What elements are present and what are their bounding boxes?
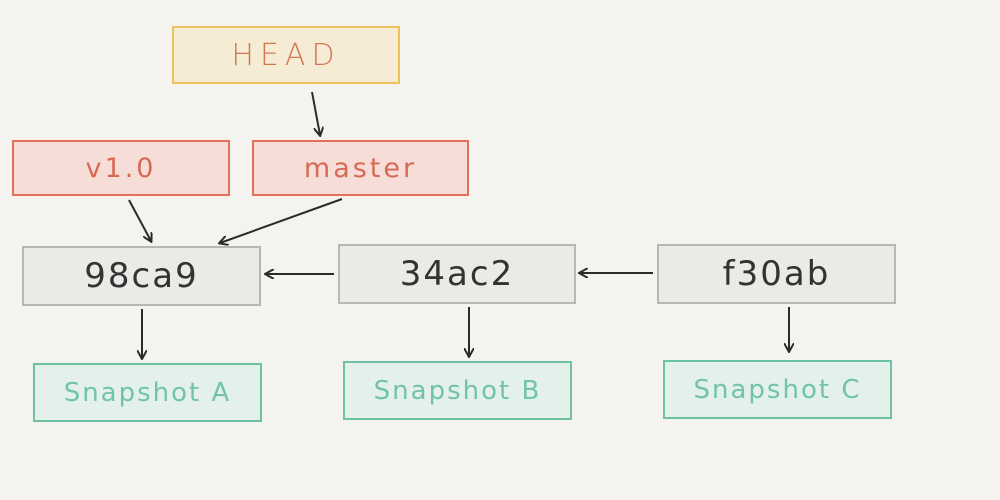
head-pointer-box: HEAD <box>172 26 400 84</box>
tag-v1-0-box: v1.0 <box>12 140 230 196</box>
tag-label: v1.0 <box>85 152 157 184</box>
branch-label: master <box>303 152 418 184</box>
snapshot-a-box: Snapshot A <box>33 363 262 422</box>
snapshot-b-box: Snapshot B <box>343 361 572 420</box>
arrow-head-to-master <box>311 91 320 135</box>
head-label: HEAD <box>231 37 341 73</box>
arrow-v10-to-98ca9 <box>128 199 151 241</box>
commit-hash: f30ab <box>722 254 831 294</box>
arrow-master-to-98ca9 <box>220 198 343 243</box>
snapshot-c-box: Snapshot C <box>663 360 892 419</box>
snapshot-label: Snapshot A <box>63 377 232 408</box>
commit-hash: 34ac2 <box>399 254 515 294</box>
commit-hash: 98ca9 <box>84 256 199 296</box>
branch-master-box: master <box>252 140 469 196</box>
commit-98ca9-box: 98ca9 <box>22 246 261 306</box>
snapshot-label: Snapshot C <box>693 374 862 405</box>
commit-34ac2-box: 34ac2 <box>338 244 576 304</box>
commit-f30ab-box: f30ab <box>657 244 896 304</box>
snapshot-label: Snapshot B <box>373 375 542 406</box>
